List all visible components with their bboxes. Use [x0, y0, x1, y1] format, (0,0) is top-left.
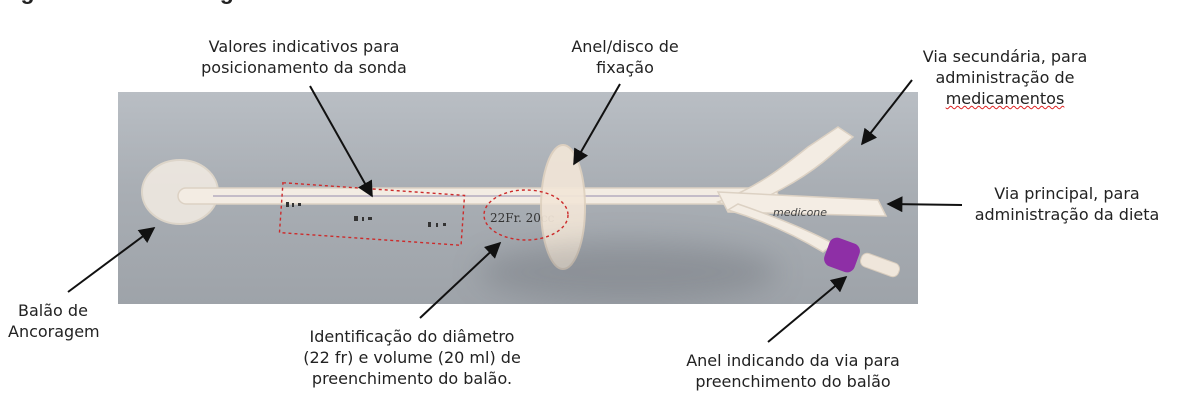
label-anel-disco: Anel/disco de fixação [550, 36, 700, 78]
label-via-secundaria-line2: administração de [900, 67, 1110, 88]
label-identificacao-line3: preenchimento do balão. [282, 368, 542, 389]
arrow-via-principal [888, 204, 962, 205]
size-marking-highlight-ellipse [484, 190, 568, 240]
label-via-principal: Via principal, para administração da die… [958, 183, 1176, 225]
arrow-anel-disco [574, 84, 620, 164]
label-balao-line1: Balão de [8, 300, 128, 321]
label-via-secundaria-line3: medicamentos [900, 88, 1110, 109]
label-valores-indicativos: Valores indicativos para posicionamento … [184, 36, 424, 78]
label-via-principal-line2: administração da dieta [958, 204, 1176, 225]
arrow-balao-ancoragem [68, 228, 154, 292]
label-via-principal-line1: Via principal, para [958, 183, 1176, 204]
label-identificacao: Identificação do diâmetro (22 fr) e volu… [282, 326, 542, 389]
arrow-anel-indicando [768, 277, 846, 342]
markings-highlight-box [279, 183, 464, 246]
label-valores-line1: Valores indicativos para [184, 36, 424, 57]
label-anel-disco-line2: fixação [550, 57, 700, 78]
label-anel-indicando-line2: preenchimento do balão [668, 371, 918, 392]
label-balao-ancoragem: Balão de Ancoragem [8, 300, 128, 342]
label-anel-indicando: Anel indicando da via para preenchimento… [668, 350, 918, 392]
label-balao-line2: Ancoragem [8, 321, 128, 342]
arrow-valores [310, 86, 372, 196]
label-identificacao-line2: (22 fr) e volume (20 ml) de [282, 347, 542, 368]
label-anel-indicando-line1: Anel indicando da via para [668, 350, 918, 371]
label-via-secundaria: Via secundária, para administração de me… [900, 46, 1110, 109]
label-valores-line2: posicionamento da sonda [184, 57, 424, 78]
arrow-identificacao [420, 243, 500, 318]
label-anel-disco-line1: Anel/disco de [550, 36, 700, 57]
label-via-secundaria-line1: Via secundária, para [900, 46, 1110, 67]
label-identificacao-line1: Identificação do diâmetro [282, 326, 542, 347]
